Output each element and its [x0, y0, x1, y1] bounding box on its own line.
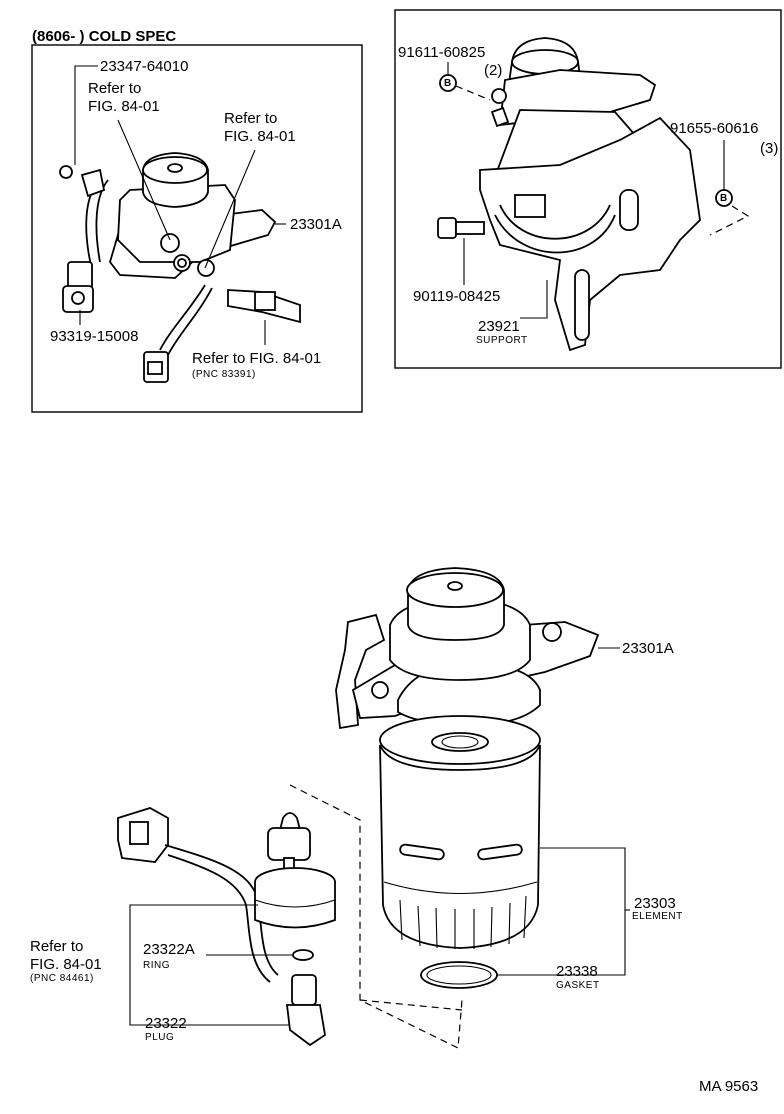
main-filter-head — [335, 567, 600, 730]
cold-spec-leaders — [74, 65, 286, 345]
refer-c-pnc: (PNC 83391) — [192, 369, 256, 380]
part-number-23921: 23921 — [478, 318, 520, 335]
support-leaders — [447, 62, 750, 319]
qty-91611: (2) — [484, 62, 503, 79]
drain-plug-assembly — [117, 807, 336, 1047]
refer-main-line2: FIG. 84-01 — [30, 956, 102, 973]
part-number-23303: 23303 — [634, 895, 676, 912]
qty-91655: (3) — [760, 140, 779, 157]
figure-code: MA 9563 — [699, 1078, 759, 1095]
refer-main-pnc: (PNC 84461) — [30, 973, 94, 984]
cold-spec-heading: (8606- ) COLD SPEC — [32, 28, 177, 45]
cold-spec-filter-head — [59, 152, 301, 383]
b-badge-2: B — [720, 193, 728, 204]
main-leaders — [129, 647, 630, 1049]
part-number-23301a-main: 23301A — [622, 640, 674, 657]
part-number-93319: 93319-15008 — [50, 328, 139, 345]
part-number-23347: 23347-64010 — [100, 58, 189, 75]
main-filter-element — [379, 715, 541, 949]
cold-spec-frame — [31, 44, 363, 413]
refer-a-line1: Refer to — [88, 80, 142, 97]
part-number-91655: 91655-60616 — [670, 120, 759, 137]
part-number-23338: 23338 — [556, 963, 598, 980]
support-bracket-drawing — [437, 37, 733, 352]
refer-b-line1: Refer to — [224, 110, 278, 127]
b-badge-1: B — [444, 78, 452, 89]
name-ring: RING — [143, 960, 170, 971]
name-plug: PLUG — [145, 1032, 175, 1043]
refer-b-line2: FIG. 84-01 — [224, 128, 296, 145]
part-number-90119: 90119-08425 — [413, 288, 501, 305]
refer-a-line2: FIG. 84-01 — [88, 98, 160, 115]
name-support: SUPPORT — [476, 335, 528, 346]
refer-main-line1: Refer to — [30, 938, 84, 955]
name-gasket: GASKET — [556, 980, 600, 991]
part-number-23301a-inset: 23301A — [290, 216, 342, 233]
refer-c: Refer to FIG. 84-01 — [192, 350, 322, 367]
name-element: ELEMENT — [632, 911, 683, 922]
support-frame — [394, 9, 782, 369]
part-number-23322: 23322 — [145, 1015, 187, 1032]
part-number-91611: 91611-60825 — [398, 44, 486, 61]
part-number-23322a: 23322A — [143, 941, 195, 958]
